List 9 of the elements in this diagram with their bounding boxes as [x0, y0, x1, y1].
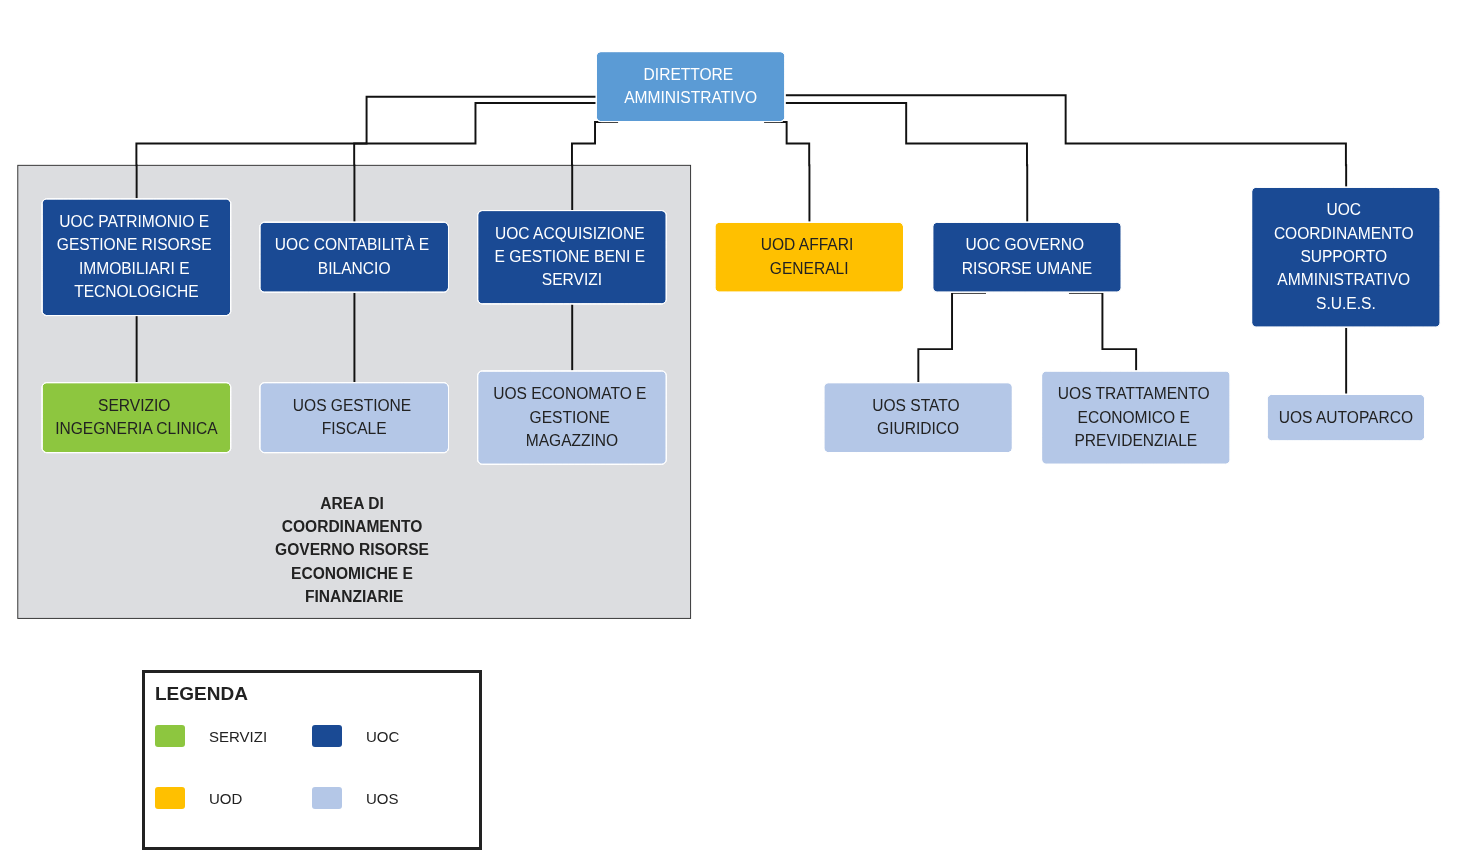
legend-title: LEGENDA [155, 683, 249, 705]
connector [353, 102, 598, 224]
connector [784, 102, 1029, 224]
legend-text: UOD [209, 789, 243, 807]
legend-text: UOS [366, 789, 399, 807]
legend-text: SERVIZI [209, 727, 268, 745]
connector [784, 94, 1348, 189]
legend-text: UOC [366, 727, 400, 745]
connector [1345, 326, 1348, 396]
